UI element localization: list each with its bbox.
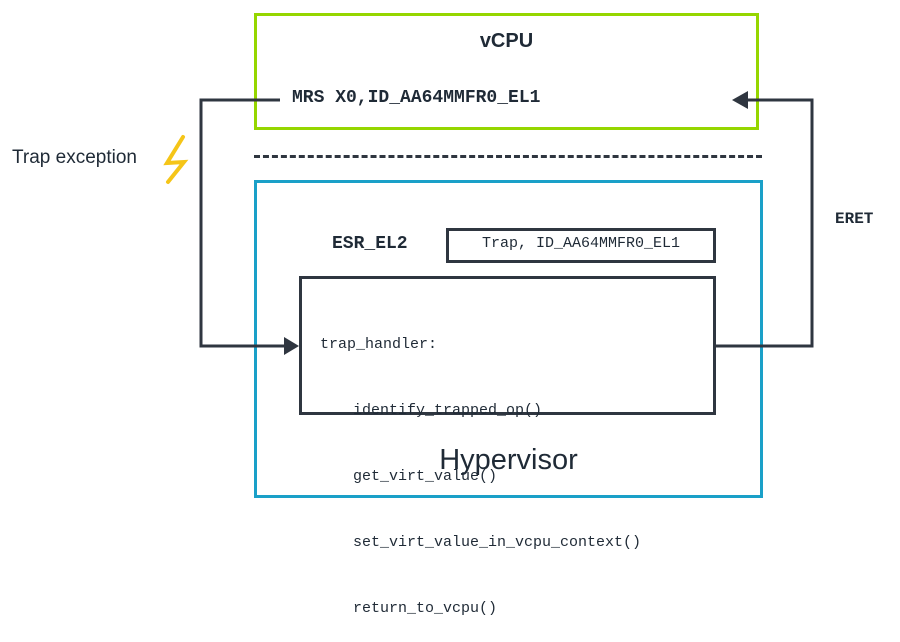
esr-value-text: Trap, ID_AA64MMFR0_EL1 [481, 235, 681, 252]
esr-register-label: ESR_EL2 [332, 234, 408, 254]
trap-arrowhead-icon [284, 337, 299, 355]
hypervisor-title: Hypervisor [439, 444, 578, 476]
vcpu-title: vCPU [479, 30, 534, 52]
handler-line: set_virt_value_in_vcpu_context() [353, 534, 642, 551]
handler-line: return_to_vcpu() [353, 600, 498, 617]
trap-arrow-line [199, 98, 286, 348]
vcpu-box [254, 13, 759, 130]
trap-exception-label: Trap exception [12, 147, 137, 168]
handler-line: trap_handler: [320, 336, 438, 353]
esr-value-box [446, 228, 716, 263]
trap-handler-box [299, 276, 716, 415]
eret-arrowhead-icon [732, 91, 748, 109]
flow-arrows [163, 91, 814, 355]
lightning-bolt-icon [163, 135, 189, 184]
eret-label: ERET [835, 210, 874, 228]
vcpu-instruction: MRS X0,ID_AA64MMFR0_EL1 [292, 88, 541, 108]
handler-line: identify_trapped_op() [353, 402, 543, 419]
handler-line: get_virt_value() [353, 468, 498, 485]
privilege-separator-line [254, 155, 762, 158]
eret-arrow-line [716, 98, 814, 348]
